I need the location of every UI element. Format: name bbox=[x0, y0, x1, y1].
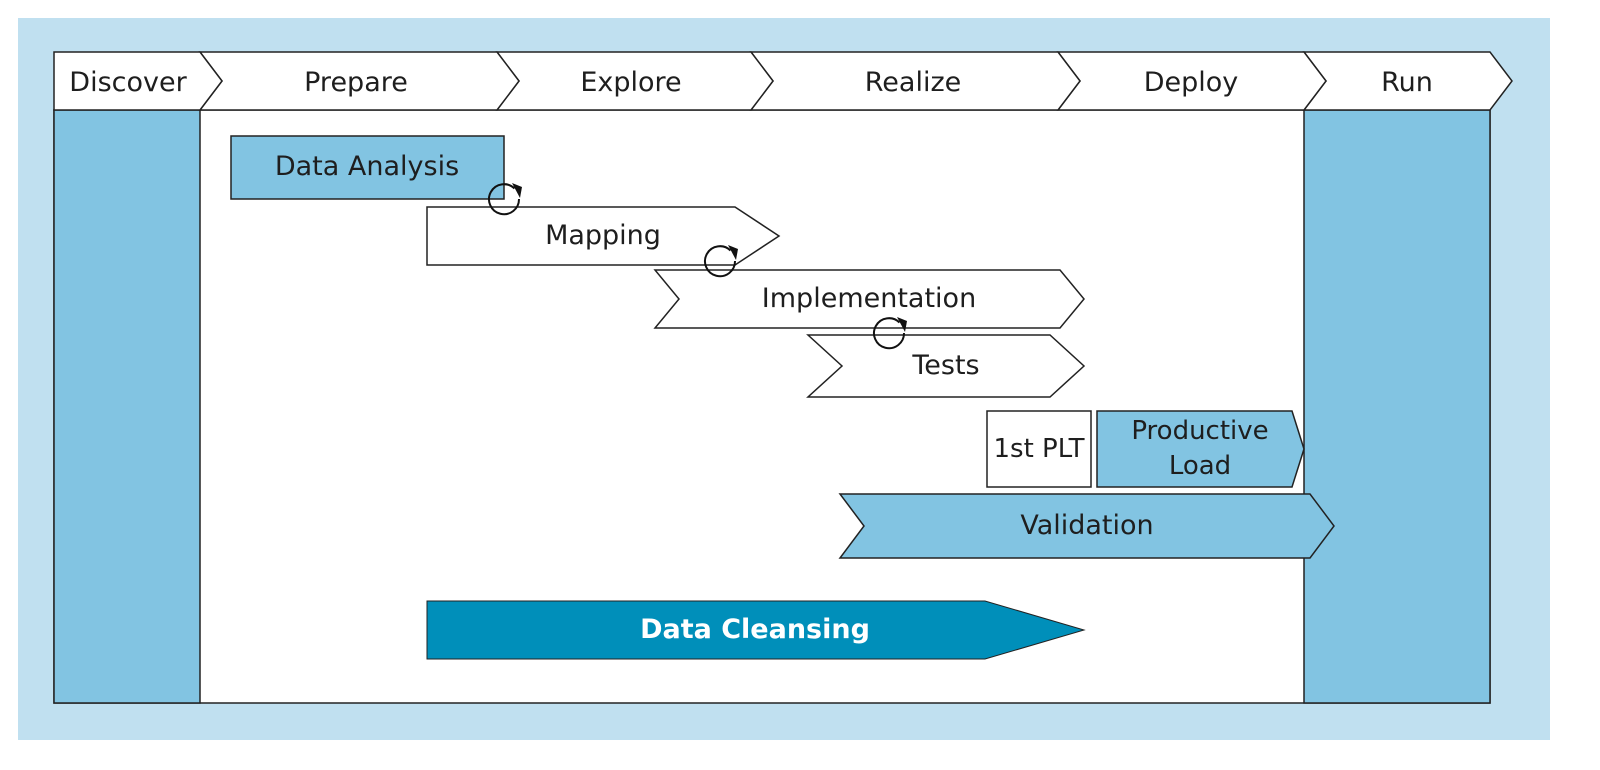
phase-run-label: Run bbox=[1381, 67, 1433, 98]
phase-discover-shape bbox=[53, 51, 223, 111]
circular-arrow-icon bbox=[873, 317, 907, 350]
productive-load-label-line2: Load bbox=[1169, 451, 1231, 481]
task-mapping: Mapping bbox=[426, 206, 781, 266]
task-validation: Validation bbox=[838, 493, 1335, 559]
phase-header: Discover Prepare Explore Realize Deploy … bbox=[53, 51, 1513, 111]
task-first-plt: 1st PLT bbox=[986, 410, 1092, 488]
data-analysis-label: Data Analysis bbox=[275, 151, 459, 182]
validation-shape bbox=[838, 493, 1335, 559]
task-data-analysis: Data Analysis bbox=[230, 135, 505, 200]
phase-discover-label: Discover bbox=[69, 67, 187, 98]
data-cleansing-shape bbox=[426, 600, 1086, 660]
run-column bbox=[1303, 109, 1491, 704]
tests-label: Tests bbox=[911, 350, 979, 381]
implementation-label: Implementation bbox=[762, 283, 976, 314]
phase-explore-label: Explore bbox=[580, 67, 681, 98]
data-cleansing-label: Data Cleansing bbox=[640, 614, 870, 645]
mapping-shape bbox=[426, 206, 781, 266]
phase-deploy-label: Deploy bbox=[1144, 67, 1239, 98]
first-plt-label: 1st PLT bbox=[993, 434, 1084, 464]
data-analysis-shape bbox=[230, 135, 505, 200]
implementation-shape bbox=[653, 269, 1085, 329]
circular-arrow-icon bbox=[488, 183, 522, 216]
task-data-cleansing: Data Cleansing bbox=[426, 600, 1086, 660]
phase-prepare-label: Prepare bbox=[304, 67, 408, 98]
productive-load-label-line1: Productive bbox=[1131, 416, 1268, 446]
task-tests: Tests bbox=[806, 334, 1086, 398]
mapping-label: Mapping bbox=[545, 220, 661, 251]
first-plt-shape bbox=[986, 410, 1092, 488]
validation-label: Validation bbox=[1020, 510, 1153, 541]
phase-realize-label: Realize bbox=[865, 67, 962, 98]
circular-arrow-icon bbox=[704, 245, 738, 278]
task-implementation: Implementation bbox=[653, 269, 1085, 329]
discover-column bbox=[53, 109, 201, 704]
task-productive-load: Productive Load bbox=[1096, 410, 1305, 488]
productive-load-shape bbox=[1096, 410, 1305, 488]
tests-shape bbox=[806, 334, 1086, 398]
